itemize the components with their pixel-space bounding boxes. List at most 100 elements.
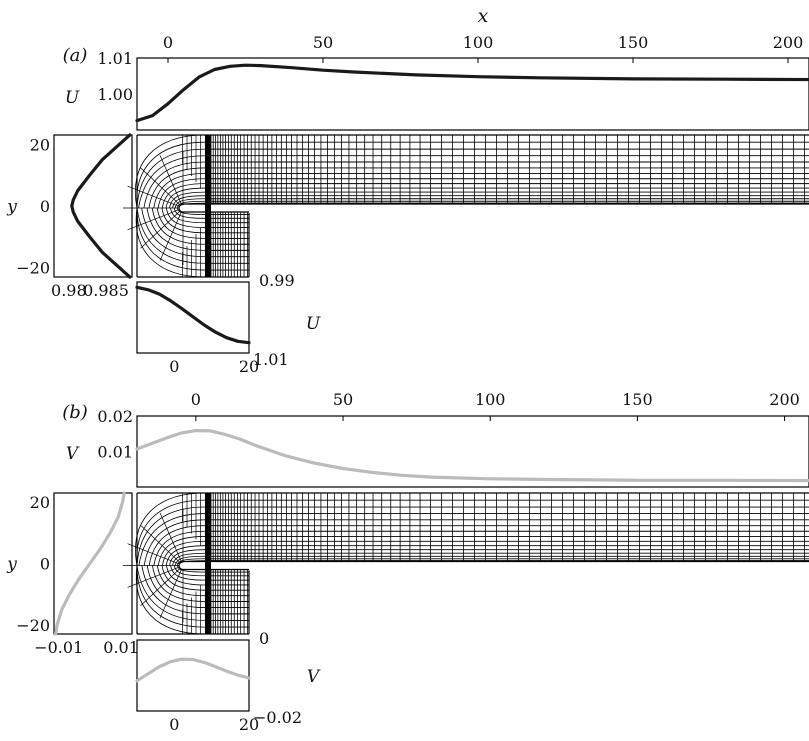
b-grid-spoke: [140, 524, 181, 563]
b-grid-arc-lower: [166, 565, 206, 586]
b-grid-arc-lower: [177, 565, 206, 573]
b-top-tick-label: 0: [191, 390, 201, 409]
a-grid-arc-lower: [135, 207, 206, 278]
b-grid-spoke: [159, 512, 182, 562]
b-bottom-series-line: [135, 657, 251, 683]
b-top-tick-label: 200: [769, 390, 800, 409]
a-top-tick-label: 100: [463, 33, 494, 52]
a-grid-arc-upper: [176, 200, 206, 209]
b-bottom-ylabel: V: [307, 667, 321, 687]
a-grid-arc-lower: [170, 207, 206, 224]
a-bottom-ytick-label: 1.01: [253, 350, 289, 369]
b-grid-arc-upper: [138, 513, 206, 566]
b-left-xtick-label: −0.01: [34, 638, 83, 657]
b-top-ytick-label: 0.02: [97, 407, 133, 426]
a-top-tick-label: 0: [163, 33, 173, 52]
b-left-ytick-label: 0: [40, 555, 50, 574]
a-top-series-line: [135, 63, 809, 123]
b-bottom-xtick-label: 0: [169, 715, 179, 734]
curve-layer: [54, 63, 809, 683]
b-bottom-ytick-label: 0: [259, 629, 269, 648]
x-axis-label: x: [478, 5, 489, 27]
frame-layer: [53, 57, 809, 712]
a-bottom-series-line: [135, 285, 251, 345]
a-top-ylabel: U: [65, 88, 80, 108]
a-grid-spoke: [127, 209, 180, 231]
b-grid-arc-upper: [176, 558, 206, 566]
b-grid-arc-upper: [165, 545, 206, 566]
a-grid-spoke: [159, 155, 182, 205]
a-bottom-ylabel: U: [306, 314, 321, 334]
b-left-ytick-label: 20: [30, 493, 50, 512]
b-grid-arc-lower: [161, 565, 206, 591]
b-left-ylabel: y: [6, 555, 17, 575]
a-left-plot-frame: [53, 134, 133, 278]
b-grid-arc-upper: [169, 549, 206, 566]
a-grid-arc-lower: [177, 207, 206, 215]
a-bottom-plot-frame: [136, 281, 250, 354]
mesh-layer: [123, 134, 809, 635]
a-top-tick-label: 50: [313, 33, 333, 52]
a-grid-arc-lower: [151, 207, 206, 245]
b-grid-arc-lower: [151, 565, 206, 602]
b-leading-edge-band: [205, 493, 211, 634]
b-grid-arc-lower: [136, 565, 206, 621]
a-top-plot-frame: [136, 57, 809, 131]
a-grid-arc-lower: [173, 207, 206, 219]
a-top-tick-label: 150: [618, 33, 649, 52]
a-left-xtick-label: 0.98: [51, 281, 87, 300]
a-left-ytick-label: 0: [40, 197, 50, 216]
b-grid-arc-lower: [146, 565, 206, 608]
a-grid-arc-upper: [143, 161, 206, 209]
a-grid-arc-lower: [161, 207, 206, 234]
a-grid-arc-upper: [138, 155, 206, 209]
b-top-tick-label: 50: [333, 390, 353, 409]
b-grid-arc-upper: [135, 492, 206, 566]
b-grid-spoke: [140, 568, 181, 607]
a-bottom-xtick-label: 0: [169, 357, 179, 376]
a-grid-arc-lower: [141, 207, 206, 258]
a-left-ytick-label: −20: [16, 259, 50, 278]
a-grid-arc-lower: [136, 207, 206, 264]
b-grid-arc-lower: [136, 565, 206, 628]
a-grid-arc-lower: [136, 207, 206, 271]
b-left-plot-frame: [53, 492, 133, 635]
a-grid-arc-upper: [178, 202, 206, 209]
b-grid-arc-upper: [143, 519, 206, 566]
b-grid-arc-lower: [141, 565, 206, 615]
b-grid-arc-lower: [170, 565, 206, 581]
b-bottom-xtick-label: 20: [239, 715, 259, 734]
a-grid-arc-lower: [146, 207, 206, 251]
a-grid-arc-upper: [169, 191, 206, 209]
b-grid-arc-upper: [178, 560, 206, 566]
b-grid-arc-upper: [136, 499, 206, 566]
a-grid-spoke: [159, 211, 182, 261]
b-panel-label: (b): [62, 402, 88, 423]
b-grid-arc-lower: [135, 565, 206, 635]
a-panel-label: (a): [63, 45, 88, 66]
a-grid-spoke: [140, 167, 181, 206]
a-grid-arc-lower: [165, 207, 206, 228]
b-left-ytick-label: −20: [16, 616, 50, 635]
a-grid-spoke: [140, 210, 181, 249]
a-left-xtick-label: 0.985: [83, 281, 129, 300]
a-left-ylabel: y: [6, 197, 17, 217]
b-grid-spoke: [127, 543, 180, 565]
a-top-ytick-label: 1.00: [97, 85, 133, 104]
b-grid-spoke: [159, 569, 182, 619]
a-left-series-line: [70, 133, 132, 279]
b-top-ytick-label: 0.01: [97, 443, 133, 462]
a-grid-arc-upper: [136, 141, 206, 209]
b-top-plot-frame: [136, 415, 809, 488]
b-bottom-ytick-label: −0.02: [253, 708, 302, 727]
a-grid-arc-upper: [148, 167, 206, 209]
a-grid-arc-upper: [165, 187, 206, 209]
b-left-xtick-label: 0.01: [103, 638, 139, 657]
b-grid-spoke: [127, 566, 180, 588]
a-grid-arc-upper: [135, 134, 206, 209]
b-grid-arc-upper: [174, 555, 206, 566]
a-leading-edge-band: [205, 135, 211, 277]
a-top-ytick-label: 1.01: [97, 49, 133, 68]
